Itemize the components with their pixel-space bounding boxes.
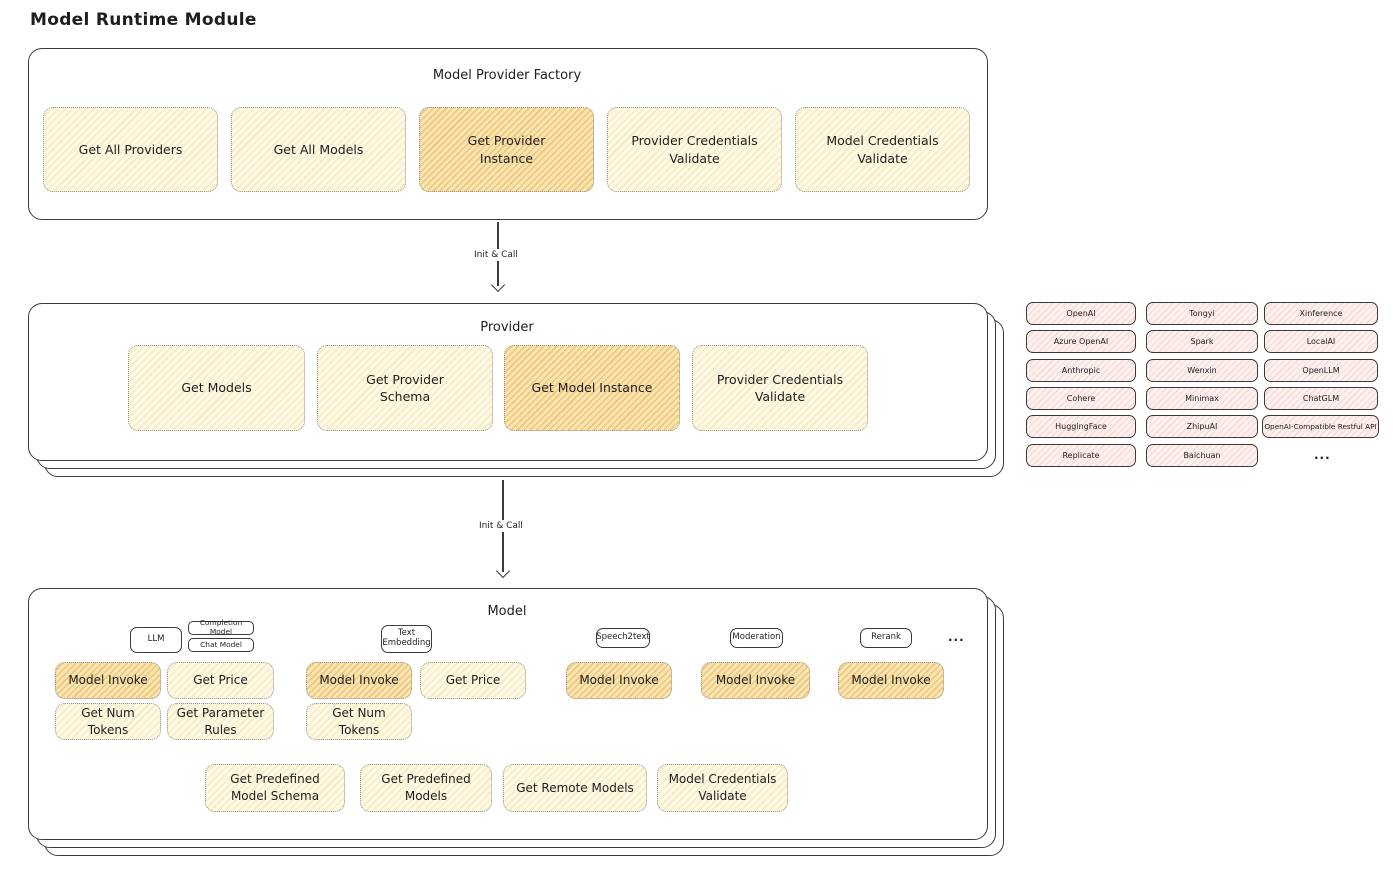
arrow-down-2-head: [495, 563, 511, 579]
get-predefined-model-schema: Get Predefined Model Schema: [205, 764, 345, 812]
arrow-2-label: Init & Call: [475, 520, 527, 532]
get-remote-models: Get Remote Models: [503, 764, 647, 812]
moderation-model-invoke: Model Invoke: [701, 662, 810, 699]
provider-get-model-instance: Get Model Instance: [504, 345, 680, 431]
model-title: Model: [487, 604, 527, 619]
factory-model-credentials-validate: Model Credentials Validate: [795, 107, 970, 192]
factory-get-all-models: Get All Models: [231, 107, 406, 192]
arrow-down-1-head: [490, 277, 506, 293]
tag-chat-model: Chat Model: [188, 638, 254, 652]
provider-provider-credentials-validate: Provider Credentials Validate: [692, 345, 868, 431]
factory-get-all-providers: Get All Providers: [43, 107, 218, 192]
provider-pill-minimax: Minimax: [1146, 387, 1258, 410]
factory-get-provider-instance: Get Provider Instance: [419, 107, 594, 192]
model-tags-more-ellipsis: ...: [948, 630, 965, 644]
model-credentials-validate: Model Credentials Validate: [657, 764, 788, 812]
page-title: Model Runtime Module: [30, 10, 257, 30]
arrow-1-label: Init & Call: [470, 249, 522, 261]
tag-rerank: Rerank: [860, 628, 912, 648]
get-predefined-models: Get Predefined Models: [360, 764, 492, 812]
provider-get-models: Get Models: [128, 345, 305, 431]
provider-pill-xinference: Xinference: [1264, 302, 1378, 325]
text-embedding-model-invoke: Model Invoke: [306, 662, 412, 699]
provider-pill-chatglm: ChatGLM: [1264, 387, 1378, 410]
llm-get-num-tokens: Get Num Tokens: [55, 703, 161, 740]
provider-pill-openllm: OpenLLM: [1264, 359, 1378, 382]
tag-text-embedding: Text Embedding: [381, 625, 432, 653]
provider-pill-azure-openai: Azure OpenAI: [1026, 330, 1136, 353]
provider-pill-openai-compatible: OpenAI-Compatible Restful API: [1262, 415, 1379, 438]
speech2text-model-invoke: Model Invoke: [566, 662, 672, 699]
tag-moderation: Moderation: [730, 628, 783, 648]
providers-more-ellipsis: ...: [1314, 448, 1331, 462]
provider-pill-baichuan: Baichuan: [1146, 444, 1258, 467]
provider-pill-localai: LocalAI: [1264, 330, 1378, 353]
provider-pill-zhipuai: ZhipuAI: [1146, 415, 1258, 438]
provider-get-provider-schema: Get Provider Schema: [317, 345, 493, 431]
provider-title: Provider: [480, 320, 534, 335]
llm-get-price: Get Price: [167, 662, 274, 699]
provider-pill-wenxin: Wenxin: [1146, 359, 1258, 382]
llm-get-parameter-rules: Get Parameter Rules: [167, 703, 274, 740]
factory-provider-credentials-validate: Provider Credentials Validate: [607, 107, 782, 192]
provider-pill-tongyi: Tongyi: [1146, 302, 1258, 325]
provider-pill-replicate: Replicate: [1026, 444, 1136, 467]
provider-pill-anthropic: Anthropic: [1026, 359, 1136, 382]
tag-completion-model: Completion Model: [188, 619, 254, 636]
tag-llm: LLM: [130, 627, 182, 653]
provider-pill-huggingface: HuggingFace: [1026, 415, 1136, 438]
provider-pill-spark: Spark: [1146, 330, 1258, 353]
factory-title: Model Provider Factory: [432, 68, 582, 83]
text-embedding-get-price: Get Price: [420, 662, 526, 699]
text-embedding-get-num-tokens: Get Num Tokens: [306, 703, 412, 740]
llm-model-invoke: Model Invoke: [55, 662, 161, 699]
tag-speech2text: Speech2text: [596, 628, 650, 648]
provider-pill-openai: OpenAI: [1026, 302, 1136, 325]
rerank-model-invoke: Model Invoke: [838, 662, 944, 699]
provider-pill-cohere: Cohere: [1026, 387, 1136, 410]
